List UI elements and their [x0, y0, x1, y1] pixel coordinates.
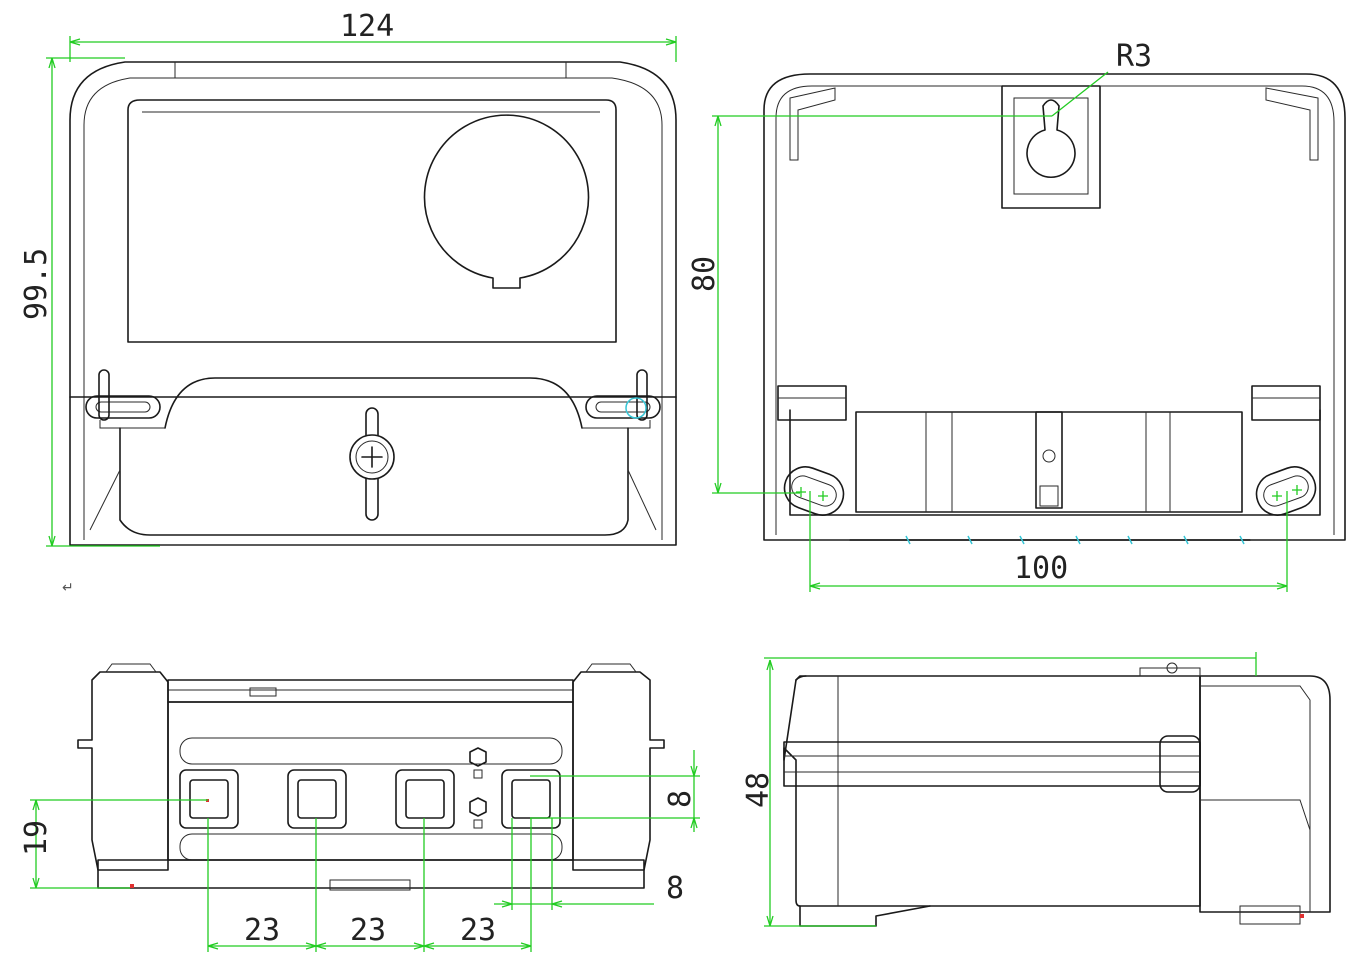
bottom-pitch-dim-3: 23	[460, 913, 496, 948]
side-depth-dim: 48	[741, 772, 776, 808]
side-view: 48	[741, 652, 1331, 927]
return-mark: ↵	[62, 580, 74, 596]
bottom-terminal-size-h-dim: 8	[666, 871, 684, 906]
bottom-view: 19 23 23 23 8 8	[19, 663, 700, 952]
back-mount-spacing-dim: 100	[1014, 551, 1068, 586]
front-width-dim: 124	[340, 9, 394, 44]
front-view: 124 99.5 ↵	[19, 9, 677, 596]
back-hole-height-dim: 80	[687, 256, 722, 292]
back-view: R3 80 100	[687, 39, 1346, 592]
bottom-pitch-dim-2: 23	[350, 913, 386, 948]
front-height-dim: 99.5	[19, 248, 54, 320]
back-radius-dim: R3	[1116, 39, 1152, 74]
bottom-pitch-dim-1: 23	[244, 913, 280, 948]
bottom-terminal-size-v-dim: 8	[663, 790, 698, 808]
bottom-terminal-height-dim: 19	[19, 820, 54, 856]
